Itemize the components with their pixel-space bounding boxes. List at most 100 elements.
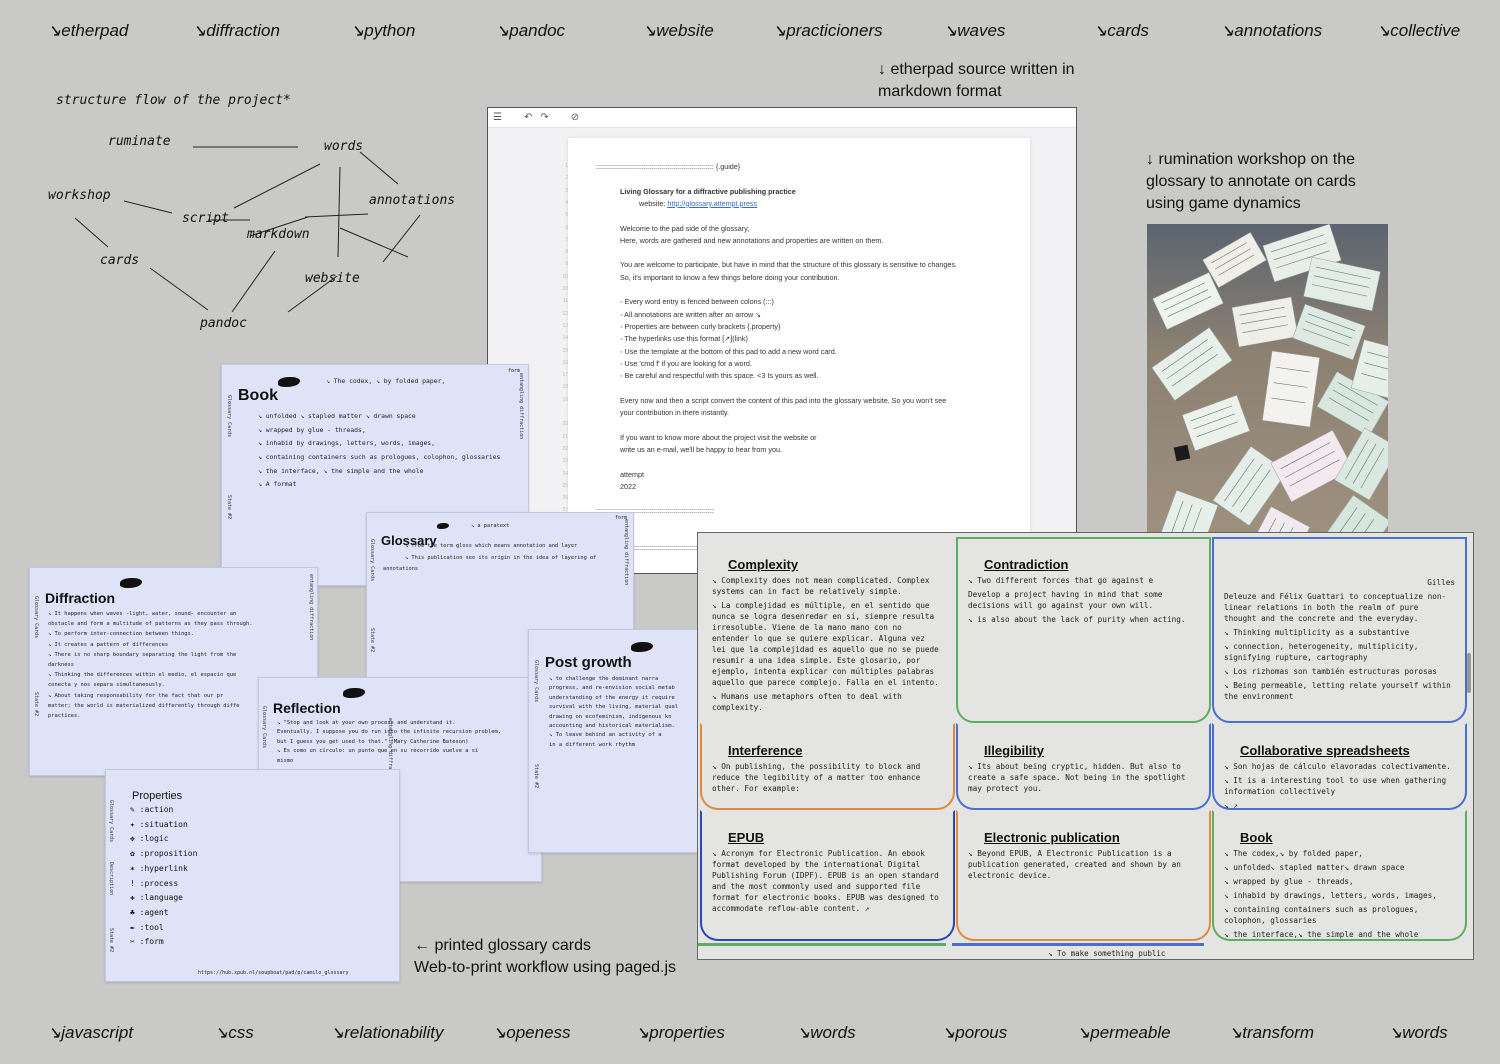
site-word-card[interactable]: Electronic publication↘ Beyond EPUB, A E… xyxy=(956,810,1211,941)
card-annotation: Eventually, I suppose you do run into th… xyxy=(277,729,501,736)
pad-line-text[interactable]: ◦ Use 'cmd f' if you are looking for a w… xyxy=(620,359,752,368)
pad-line-text[interactable]: Living Glossary for a diffractive publis… xyxy=(620,187,796,196)
undo-icon[interactable]: ↶ xyxy=(523,112,533,123)
pad-line-number: 19 xyxy=(562,396,568,403)
pad-line-text[interactable]: ::::::::::::::::::::::::::::::::::::::::… xyxy=(596,543,740,552)
flow-node: annotations xyxy=(369,193,456,208)
site-annotation: ↘ Thinking multiplicity as a substantive xyxy=(1224,628,1410,637)
card-annotation: but I guess you get used to that." (Mary… xyxy=(277,738,469,745)
site-word-title[interactable]: Electronic publication xyxy=(984,830,1120,845)
site-word-title[interactable]: Complexity xyxy=(728,557,799,572)
site-word-title[interactable]: Book xyxy=(1240,830,1273,845)
bottom-tag: ↘words xyxy=(796,1023,856,1042)
pad-website-link[interactable]: http://glossary.attempt.press xyxy=(667,198,758,208)
property-label: :situation xyxy=(139,819,188,829)
card-annotation: ↘ It happens when waves -light, water, s… xyxy=(48,611,237,617)
hide-icon[interactable]: ⊘ xyxy=(570,112,580,123)
site-word-title[interactable]: Contradiction xyxy=(984,557,1069,572)
bottom-tag: ↘porous xyxy=(941,1023,1008,1042)
pad-line-number: 23 xyxy=(562,458,568,465)
pad-line-text[interactable]: If you want to know more about the proje… xyxy=(620,433,817,442)
note-line: markdown format xyxy=(878,83,1002,100)
pad-line-text[interactable]: 2022 xyxy=(620,482,636,491)
top-tag: ↘annotations xyxy=(1220,21,1323,40)
property-icon: ✿ xyxy=(130,849,140,859)
pad-line-text[interactable]: website: http://glossary.attempt.press xyxy=(639,199,757,208)
pad-line-text[interactable]: ◦ Be careful and respectful with this sp… xyxy=(620,371,819,380)
pad-line-text[interactable]: Here, words are gathered and new annotat… xyxy=(620,236,883,245)
card-desc-label: Description xyxy=(108,862,114,896)
pad-line-text[interactable]: ◦ All annotations are written after an a… xyxy=(620,310,761,319)
site-annotation: ↘ wrapped by glue - threads, xyxy=(1224,877,1354,886)
pad-text: ◦ Use 'cmd f' if you are looking for a w… xyxy=(620,358,752,368)
card-title: Diffraction xyxy=(45,590,115,606)
pad-line-text[interactable]: ::::::::::::::::::::::::::::::::::::::::… xyxy=(596,162,740,171)
site-word-card[interactable]: Contradiction↘ Two different forces that… xyxy=(956,537,1211,723)
pad-line-text[interactable]: ◦ Properties are between curly brackets … xyxy=(620,322,780,331)
site-word-card[interactable]: Complexity↘ Complexity does not mean com… xyxy=(700,537,955,723)
site-word-title[interactable]: EPUB xyxy=(728,830,765,845)
pad-line-text[interactable]: ◦ The hyperlinks use this format [↗](lin… xyxy=(620,334,748,343)
pad-text: Welcome to the pad side of the glossary, xyxy=(620,223,750,233)
pad-text: your contribution in there instantly. xyxy=(620,408,729,417)
pad-text: ◦ Every word entry is fenced between col… xyxy=(620,297,774,307)
pad-line-text[interactable]: write us an e-mail, we'll be happy to he… xyxy=(620,445,782,454)
site-annotation: Develop a project having in mind that so… xyxy=(968,590,1163,610)
bottom-tag: ↘words xyxy=(1388,1023,1448,1042)
property-item: ✎ :action xyxy=(130,805,173,814)
pad-line-text[interactable]: You are welcome to participate, but have… xyxy=(620,260,957,269)
flow-node: website xyxy=(305,271,360,286)
card-properties: Properties Glossary Cards Description St… xyxy=(105,769,400,982)
pad-line-text[interactable]: ◦ Every word entry is fenced between col… xyxy=(620,297,774,306)
card-annotation: ↘ To perform inter-connection between th… xyxy=(48,631,195,638)
pad-text: ◦ Use the template at the bottom of this… xyxy=(620,346,837,356)
site-word-card[interactable]: EPUB↘ Acronym for Electronic Publication… xyxy=(700,810,955,941)
site-annotation: Gilles xyxy=(1427,578,1455,587)
menu-icon[interactable]: ☰ xyxy=(493,112,502,123)
site-word-card[interactable]: Book↘ The codex,↘ by folded paper,↘ unfo… xyxy=(1212,810,1467,953)
flow-edge xyxy=(359,151,399,185)
pad-line-number: 3 xyxy=(565,187,568,194)
pad-line-number: 21 xyxy=(562,433,568,440)
site-word-card[interactable]: Illegibility↘ Its about being cryptic, h… xyxy=(956,723,1211,810)
card-right-label: entangling diffraction xyxy=(308,574,314,641)
pad-document[interactable] xyxy=(568,138,1030,573)
pad-text: So, it's important to know a few things … xyxy=(620,272,840,282)
site-word-title[interactable]: Interference xyxy=(728,743,803,758)
redo-icon[interactable]: ↷ xyxy=(540,112,549,123)
top-tag: ↘diffraction xyxy=(192,21,280,40)
pad-line-text[interactable]: attempt xyxy=(620,470,644,479)
note-line: ↓ etherpad source written in xyxy=(878,61,1075,78)
flow-connections xyxy=(74,146,421,313)
flow-edge xyxy=(149,267,209,311)
pad-text: ◦ All annotations are written after an a… xyxy=(620,309,762,319)
card-title: Glossary xyxy=(381,533,437,548)
glossary-website-screenshot: Complexity↘ Complexity does not mean com… xyxy=(697,532,1474,960)
card-annotation: ↘ unfolded ↘ stapled matter ↘ drawn spac… xyxy=(258,412,416,421)
card-annotation: conecta y nos separa simultaneously. xyxy=(48,682,165,689)
card-form-label: form xyxy=(615,515,628,521)
top-tag: ↘cards xyxy=(1093,21,1149,40)
site-scrollbar[interactable] xyxy=(1467,653,1471,693)
pad-line-text[interactable]: ◦ Use the template at the bottom of this… xyxy=(620,347,837,356)
pad-line-text[interactable]: Every now and then a script convert the … xyxy=(620,396,946,405)
pad-line-text[interactable]: your contribution in there instantly. xyxy=(620,408,729,417)
property-icon: ! xyxy=(130,878,140,888)
site-word-title[interactable]: Illegibility xyxy=(984,743,1044,758)
card-drawing-icon xyxy=(437,523,449,529)
pad-line-text[interactable]: Welcome to the pad side of the glossary, xyxy=(620,224,749,233)
property-label: :hyperlink xyxy=(139,863,188,873)
flow-edge xyxy=(382,214,421,263)
card-state-label: State #2 xyxy=(533,764,539,789)
pad-line-text[interactable]: So, it's important to know a few things … xyxy=(620,273,840,282)
site-word-card[interactable]: Collaborative spreadsheets↘ Son hojas de… xyxy=(1212,723,1467,810)
site-annotation: ↘ The codex,↘ by folded paper, xyxy=(1224,849,1363,858)
flow-node: script xyxy=(182,211,229,226)
flow-node: words xyxy=(324,139,364,154)
site-word-card[interactable]: Interference↘ On publishing, the possibi… xyxy=(700,723,955,810)
pad-line-text[interactable]: ::::::::::::::::::::::::::::::::::::::::… xyxy=(596,506,714,515)
pad-line-number: 24 xyxy=(562,470,568,477)
note-printed-cards: ← printed glossary cards Web-to-print wo… xyxy=(414,935,676,979)
site-word-title[interactable]: Collaborative spreadsheets xyxy=(1240,743,1410,758)
